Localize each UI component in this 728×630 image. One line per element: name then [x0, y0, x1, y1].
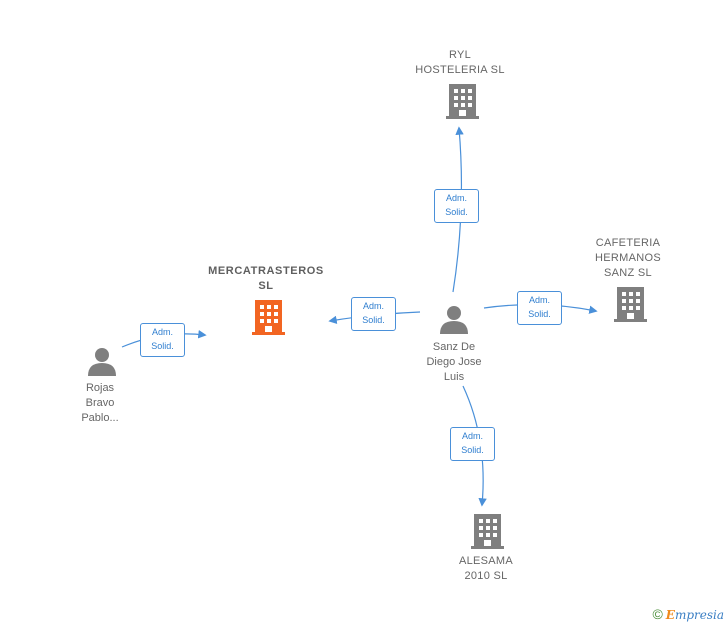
node-label-mercatrasteros[interactable]: MERCATRASTEROS SL: [208, 265, 324, 292]
edge-label-sanz-cafeteria: Adm.Solid.: [517, 291, 562, 325]
building-icon-mercatrasteros[interactable]: [252, 300, 285, 335]
node-label-rojas[interactable]: Rojas Bravo Pablo...: [81, 382, 119, 424]
person-icon-rojas[interactable]: [88, 348, 116, 376]
building-icon-ryl[interactable]: [446, 84, 479, 119]
node-label-sanz[interactable]: Sanz De Diego Jose Luis: [426, 341, 482, 383]
node-label-alesama[interactable]: ALESAMA 2010 SL: [458, 555, 514, 582]
copyright-icon: ©: [652, 606, 663, 622]
node-label-ryl[interactable]: RYL HOSTELERIA SL: [415, 49, 505, 76]
person-icon-sanz[interactable]: [440, 306, 468, 334]
building-icon-alesama[interactable]: [471, 514, 504, 549]
edge-label-rojas-mercatrasteros: Adm.Solid.: [140, 323, 185, 357]
empresia-watermark: ©Empresia: [652, 606, 724, 622]
node-label-cafeteria[interactable]: CAFETERIA HERMANOS SANZ SL: [595, 237, 661, 279]
building-icon-cafeteria[interactable]: [614, 287, 647, 322]
edge-label-sanz-ryl: Adm.Solid.: [434, 189, 479, 223]
edge-label-sanz-alesama: Adm.Solid.: [450, 427, 495, 461]
edge-label-sanz-mercatrasteros: Adm.Solid.: [351, 297, 396, 331]
